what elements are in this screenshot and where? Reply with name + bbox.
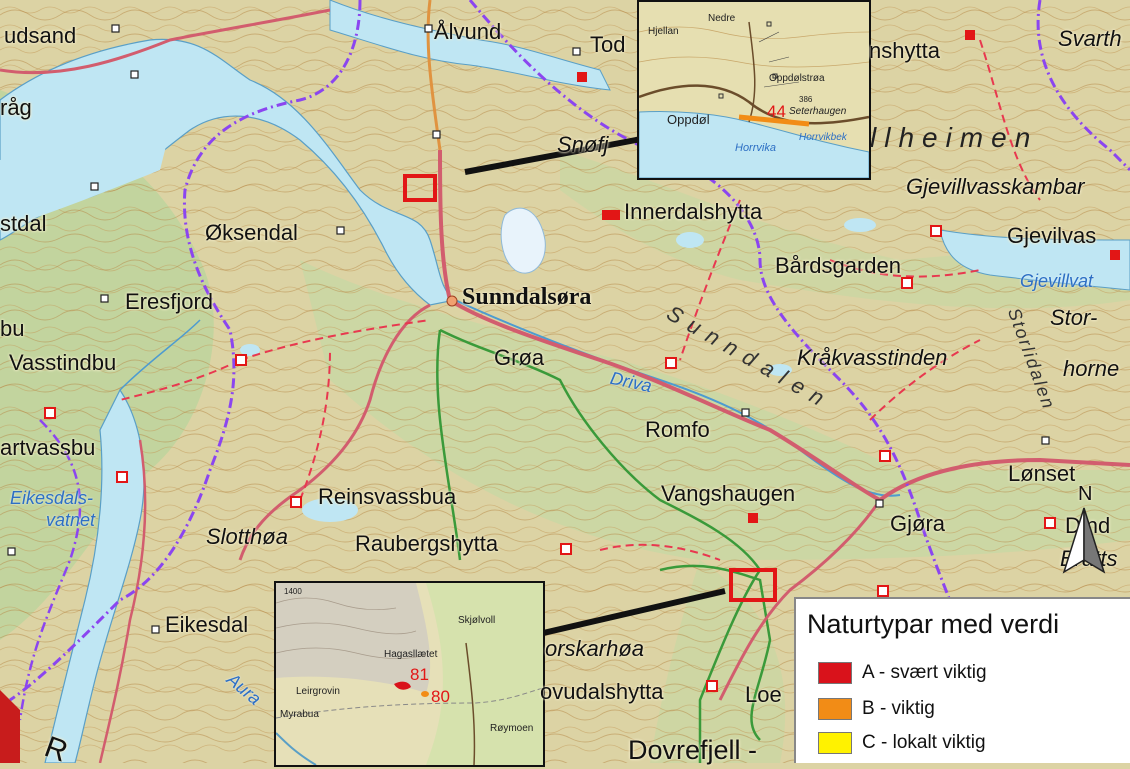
north-arrow-icon <box>1062 507 1106 574</box>
label-loe: Loe <box>745 682 782 707</box>
legend-swatch-a <box>818 662 852 684</box>
label-rag: råg <box>0 95 32 120</box>
label-dovrefjell: Dovrefjell - <box>628 735 758 765</box>
inset-label-hagaslaettet: Hagasllætet <box>384 649 438 660</box>
label-krakvasstinden: Kråkvasstinden <box>797 345 948 370</box>
label-eikesdal: Eikesdal <box>165 612 249 637</box>
glacier <box>500 207 546 274</box>
label-gjevilvas: Gjevilvas <box>1007 223 1097 248</box>
label-eresfjord: Eresfjord <box>125 289 214 314</box>
inset-label-nedre: Nedre <box>708 13 736 24</box>
inset-site-81: 81 <box>410 665 429 684</box>
label-reinsvassbua: Reinsvassbua <box>318 484 457 509</box>
county-boundary <box>9 0 362 702</box>
label-stdal: stdal <box>0 211 47 236</box>
legend-title: Naturtypar med verdi <box>807 609 1060 639</box>
label-eikesdalsvatnet-1: Eikesdals- <box>10 488 94 508</box>
inset-label-leirgrovin: Leirgrovin <box>296 686 340 697</box>
label-tod: Tod <box>590 32 626 57</box>
label-nshytta: nshytta <box>869 38 940 63</box>
label-gjevillvat: Gjevillvat <box>1020 271 1094 291</box>
label-bardsgarden: Bårdsgarden <box>775 253 901 278</box>
inset-site-number: 44 <box>767 102 786 121</box>
label-stor: Stor- <box>1050 305 1098 330</box>
inset-label-seterhaugen: Seterhaugen <box>789 106 847 117</box>
label-romfo: Romfo <box>645 417 710 442</box>
label-vangshaugen: Vangshaugen <box>661 481 796 506</box>
location-box-80-81[interactable] <box>729 568 777 602</box>
inset-label-elev: 386 <box>799 95 813 104</box>
inset-label-oppdolstroa: Oppdølstrøa <box>769 73 825 84</box>
label-bu: bu <box>0 316 25 341</box>
park-boundary <box>436 328 762 763</box>
legend-item-b: B - viktig <box>818 697 935 721</box>
legend: Naturtypar med verdi A - svært viktig B … <box>794 597 1130 763</box>
town-marker <box>446 295 458 307</box>
inset-label-roymoen: Røymoen <box>490 723 534 734</box>
legend-label-b: B - viktig <box>862 698 935 719</box>
inset-bottom[interactable]: 1400 Skjølvoll Hagasllætet Leirgrovin My… <box>274 581 545 767</box>
label-llheimen: llheimen <box>870 122 1039 153</box>
settlement-markers <box>7 24 1050 634</box>
eikesdalsvatnet <box>44 388 145 763</box>
inset-label-hjellan: Hjellan <box>648 26 679 37</box>
legend-item-c: C - lokalt viktig <box>818 731 986 755</box>
inset-site-80: 80 <box>431 687 450 706</box>
legend-swatch-b <box>818 698 852 720</box>
inset-top-map <box>639 2 869 178</box>
inset-label-elev: 1400 <box>284 587 302 596</box>
inset-label-oppdol: Oppdøl <box>667 112 710 127</box>
legend-label-c: C - lokalt viktig <box>862 732 986 753</box>
inset-label-horrvikbek: Horrvikbek <box>799 132 847 143</box>
label-lonset: Lønset <box>1008 461 1076 486</box>
north-arrow: N <box>1058 484 1110 580</box>
legend-item-a: A - svært viktig <box>818 661 987 685</box>
label-udsand: udsand <box>4 23 77 48</box>
hiking-trails <box>119 39 1041 561</box>
label-oksendal: Øksendal <box>205 220 298 245</box>
location-box-44[interactable] <box>403 174 437 202</box>
label-snofj: Snøfj <box>557 132 609 157</box>
label-raubergshytta: Raubergshytta <box>355 531 499 556</box>
inset-bottom-map <box>276 583 543 765</box>
label-sunndalsora: Sunndalsøra <box>462 284 592 310</box>
north-label: N <box>1078 483 1093 505</box>
inset-label-horrvika: Horrvika <box>735 142 776 154</box>
hut-markers <box>44 30 1120 692</box>
main-road <box>438 149 1130 503</box>
legend-label-a: A - svært viktig <box>862 662 987 683</box>
inset-label-myrabua: Myrabua <box>280 709 319 720</box>
legend-swatch-c <box>818 732 852 754</box>
label-alvund: Ålvund <box>434 19 502 44</box>
inset-label-skjolvoll: Skjølvoll <box>458 615 496 626</box>
label-slotthoa: Slotthøa <box>206 524 288 549</box>
label-gjora: Gjøra <box>890 511 945 536</box>
label-orskarhoa: orskarhøa <box>545 636 645 661</box>
label-ovudalshytta: ovudalshytta <box>540 679 664 704</box>
label-groa: Grøa <box>494 345 545 370</box>
label-hornet: horne <box>1063 356 1120 381</box>
label-artvassbu: artvassbu <box>0 435 96 460</box>
label-vasstindbu: Vasstindbu <box>9 350 117 375</box>
label-svarth: Svarth <box>1058 26 1122 51</box>
label-gjevillvasskambar: Gjevillvasskambar <box>906 174 1085 199</box>
inset-top[interactable]: Hjellan Nedre Oppdølstrøa 386 Seterhauge… <box>637 0 871 180</box>
label-innerdalshytta: Innerdalshytta <box>624 199 763 224</box>
label-eikesdalsvatnet-2: vatnet <box>46 510 96 530</box>
driva-river <box>454 299 901 497</box>
